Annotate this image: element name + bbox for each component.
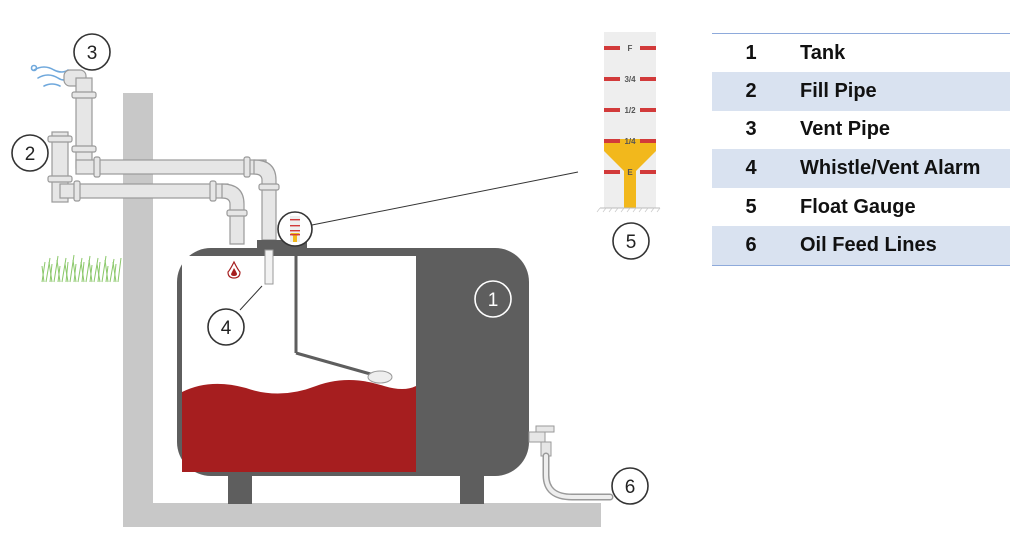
- gauge-fill: [604, 139, 656, 208]
- svg-text:2: 2: [25, 144, 36, 165]
- legend-label: Fill Pipe: [800, 79, 877, 102]
- legend-label: Float Gauge: [800, 195, 916, 218]
- legend-label: Tank: [790, 33, 1010, 73]
- gauge-tick: [640, 108, 656, 112]
- float-gauge-rod: [294, 250, 393, 384]
- legend-label: Vent Pipe: [800, 118, 891, 141]
- fill-pipe: [47, 131, 248, 245]
- legend-number: 4: [745, 157, 757, 180]
- tank: [177, 240, 529, 504]
- legend-number: 1: [712, 33, 790, 73]
- callout-float-gauge: 5: [612, 222, 650, 260]
- callout-vent-alarm: 4: [207, 285, 263, 346]
- gauge-tick-label: 1/2: [624, 106, 636, 115]
- gauge-tick-label: 3/4: [624, 75, 636, 84]
- callout-oil-feed-lines: 6: [611, 467, 649, 505]
- legend-number: 2: [745, 79, 757, 102]
- gauge-tick: [640, 77, 656, 81]
- gauge-tick: [604, 139, 620, 143]
- gauge-tick: [604, 46, 620, 50]
- gauge-tick: [640, 46, 656, 50]
- float-gauge-detail: F 3/4 1/2 1/4E: [596, 32, 661, 213]
- gauge-tick: [604, 77, 620, 81]
- whistle-vent-alarm: [227, 249, 274, 285]
- gauge-magnifier: [277, 171, 579, 247]
- gauge-tick: [640, 139, 656, 143]
- legend-row: 3 Vent Pipe: [712, 111, 1010, 150]
- legend-row: 4 Whistle/Vent Alarm: [712, 149, 1010, 188]
- callout-vent-pipe: 3: [73, 33, 111, 71]
- legend-row: 5 Float Gauge: [712, 188, 1010, 227]
- oil-feed-lines: [528, 425, 614, 501]
- gauge-float: [604, 139, 656, 208]
- oil-level: [182, 380, 416, 472]
- legend-row: 2 Fill Pipe: [712, 72, 1010, 111]
- callout-fill-pipe: 2: [11, 134, 49, 172]
- gauge-ticks: F 3/4 1/2 1/4E: [604, 44, 656, 177]
- legend-number: 6: [712, 226, 790, 266]
- grass: [41, 254, 122, 283]
- gauge-tick-label: 1/4: [624, 137, 636, 146]
- gauge-tick-label: F: [628, 44, 633, 53]
- callout-tank: 1: [474, 280, 512, 318]
- gauge-tick-label: E: [627, 168, 633, 177]
- legend-label: Oil Feed Lines: [790, 226, 1010, 266]
- svg-text:3: 3: [87, 43, 98, 64]
- gauge-tick: [640, 170, 656, 174]
- svg-text:4: 4: [221, 318, 232, 339]
- gauge-tick: [604, 170, 620, 174]
- svg-text:1: 1: [488, 290, 499, 311]
- legend-number: 3: [745, 118, 757, 141]
- gauge-tick: [604, 108, 620, 112]
- legend-number: 5: [745, 195, 757, 218]
- svg-text:5: 5: [626, 232, 637, 253]
- legend-label: Whistle/Vent Alarm: [800, 157, 981, 180]
- svg-text:6: 6: [625, 477, 636, 498]
